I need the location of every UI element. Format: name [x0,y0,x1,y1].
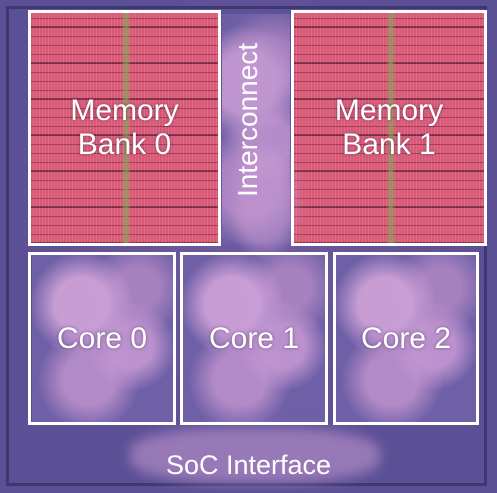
memory-bank-1-texture [293,12,485,244]
memory-bank-1-line2: Bank 1 [342,128,436,161]
memory-bank-1-line1: Memory [334,94,444,127]
memory-bank-0-line1: Memory [70,94,179,127]
memory-bank-0-seam [122,12,130,244]
core-1-label: Core 1 [208,321,300,355]
memory-bank-0-label: Memory Bank 0 [70,94,178,162]
core-2-block: Core 2 [333,252,479,425]
memory-bank-0-block: Memory Bank 0 [28,10,221,246]
interconnect-glow [235,150,295,250]
core-1-block: Core 1 [180,252,328,425]
memory-bank-1-block: Memory Bank 1 [291,10,487,246]
memory-bank-0-texture [30,12,219,244]
soc-interface-texture [130,428,380,483]
memory-bank-0-line2: Bank 0 [77,128,172,161]
core-0-block: Core 0 [28,252,176,425]
core-2-texture [336,254,476,422]
core-0-label: Core 0 [56,321,148,355]
core-2-label: Core 2 [360,321,452,355]
core-0-texture [32,254,174,422]
core-1-texture [182,254,326,422]
interconnect-label: Interconnect [232,42,263,198]
soc-interface-label: SoC Interface [165,450,332,480]
memory-bank-1-label: Memory Bank 1 [335,94,443,162]
die-edge [6,6,487,486]
memory-bank-1-seam [387,12,395,244]
